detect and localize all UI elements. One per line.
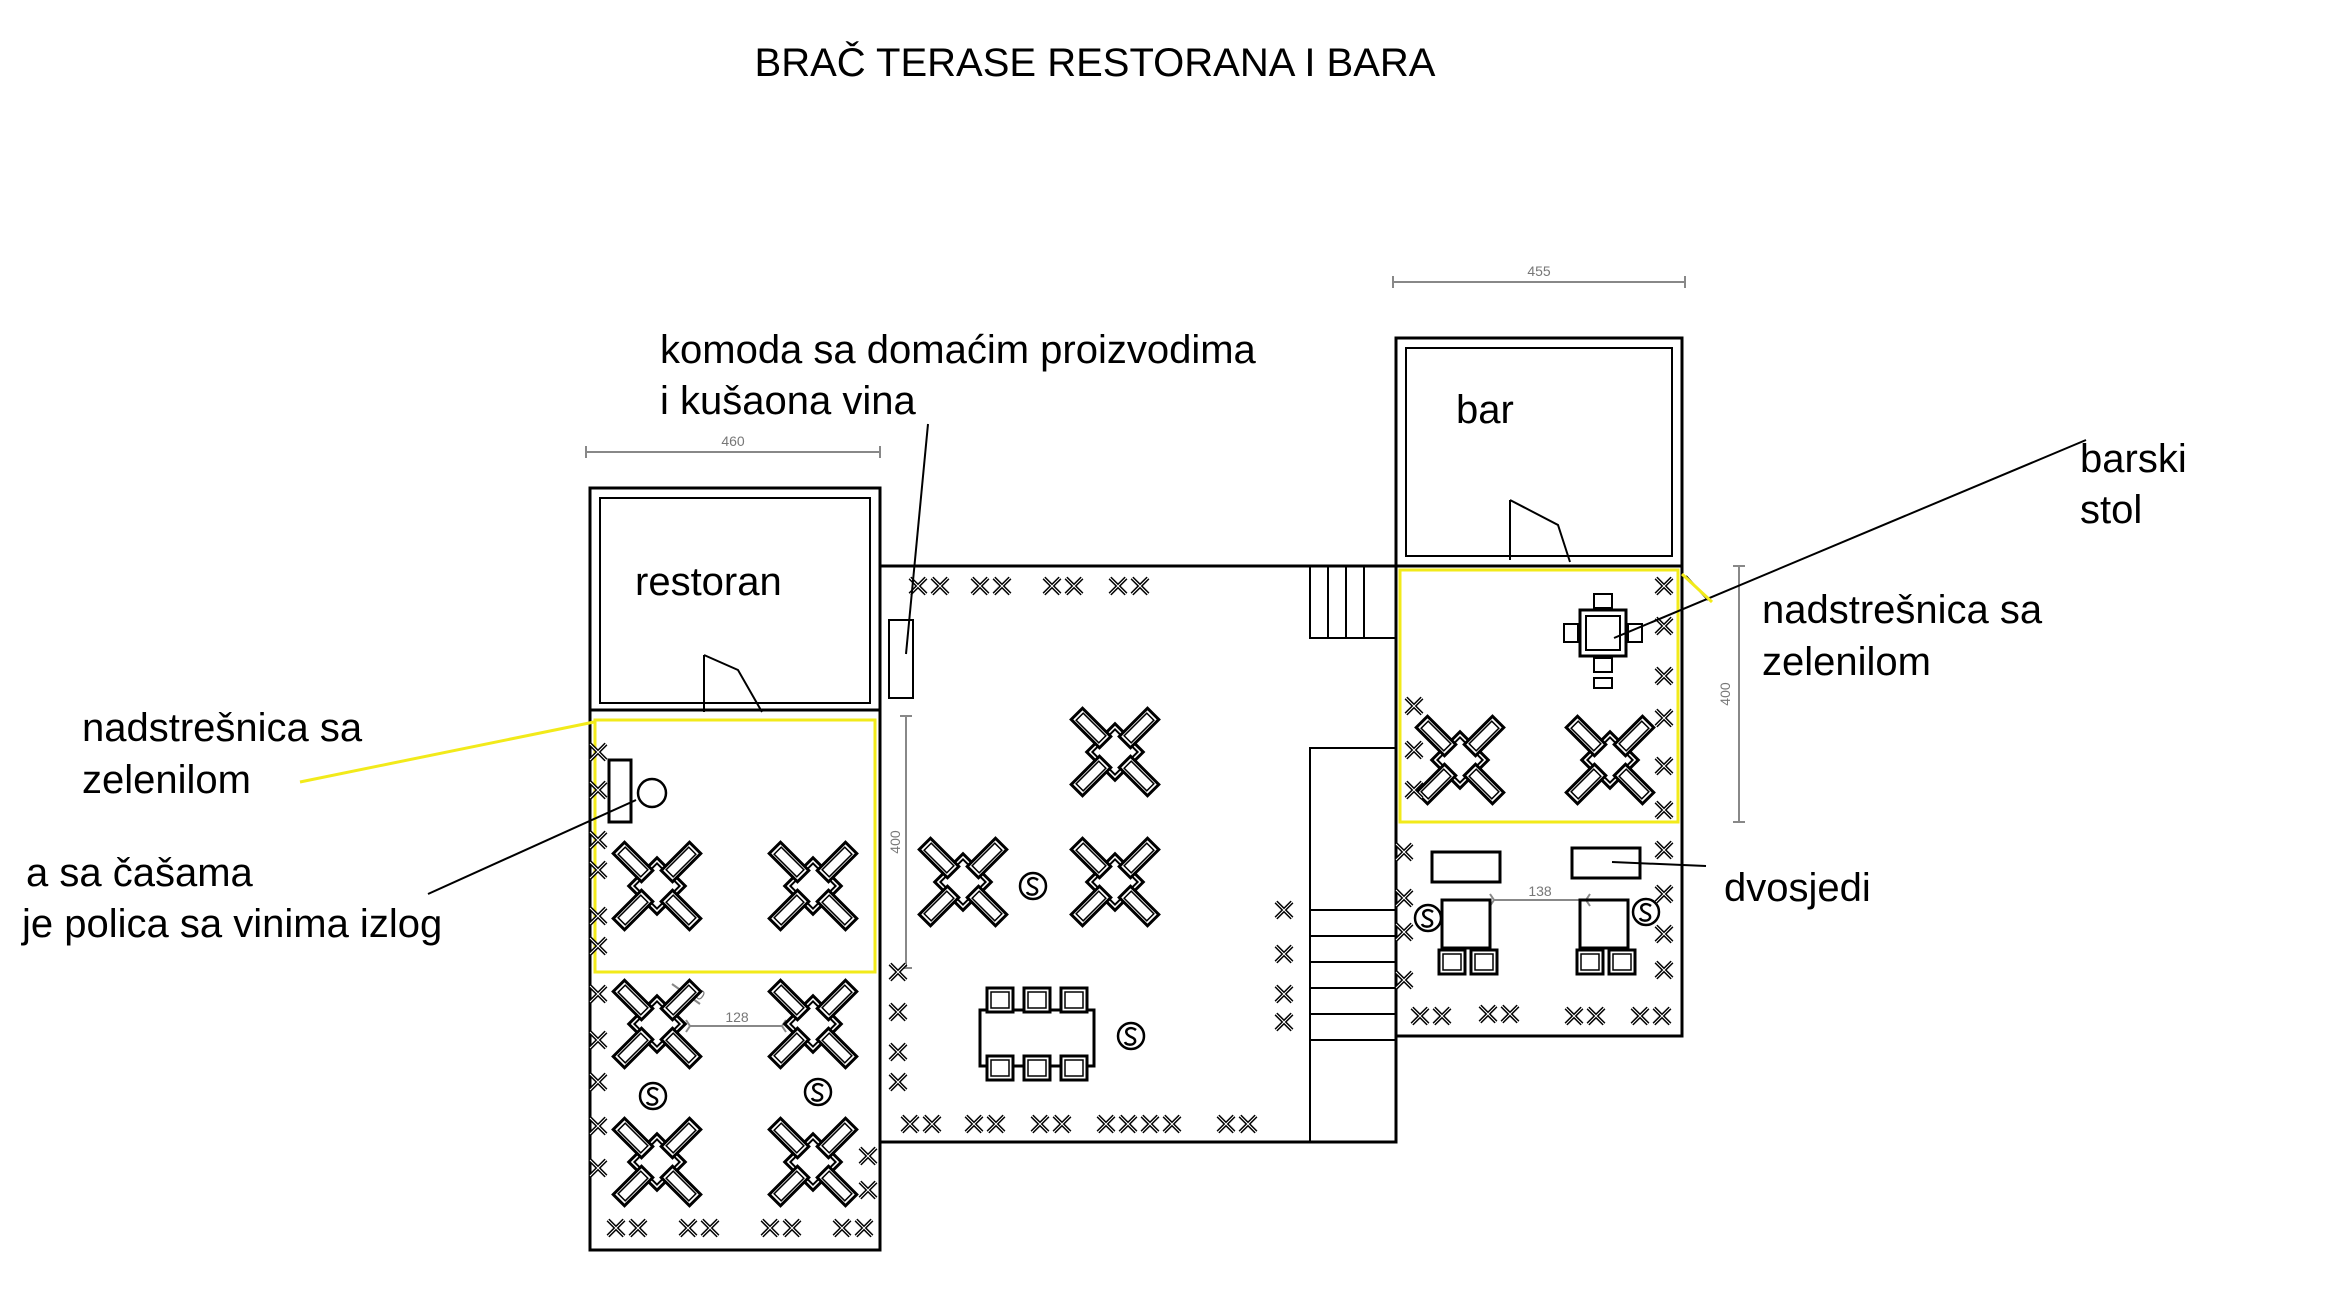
komoda xyxy=(888,619,914,699)
table-set xyxy=(611,1116,703,1208)
bar-label: bar xyxy=(1456,388,1514,432)
dim-128: 128 xyxy=(725,1009,749,1025)
table-set xyxy=(611,840,703,932)
label-canopy-right-line2: zelenilom xyxy=(1762,640,1931,684)
bar-lounge xyxy=(1430,846,1642,976)
umbrella-icon xyxy=(803,1077,833,1107)
dim-460: 460 xyxy=(721,433,745,449)
restaurant-terrace xyxy=(588,710,882,1252)
table-set xyxy=(1069,706,1161,798)
umbrella-icon xyxy=(638,1081,668,1111)
table-set xyxy=(1069,836,1161,928)
umbrella-icon xyxy=(1413,903,1443,933)
restaurant-building: restoran xyxy=(588,486,882,713)
table-set xyxy=(1564,714,1656,806)
label-dvosjedi: dvosjedi xyxy=(1724,866,1871,910)
restaurant-label: restoran xyxy=(635,560,782,604)
leader-lines xyxy=(299,423,2087,895)
bar-high-table xyxy=(1563,593,1643,689)
table-set xyxy=(767,1116,859,1208)
table-set xyxy=(1414,714,1506,806)
label-barski-line2: stol xyxy=(2080,488,2142,532)
dim-400-right: 400 xyxy=(1717,682,1733,706)
bar-terrace xyxy=(1394,566,1684,1038)
label-shelf-line1: a sa čašama xyxy=(26,851,254,895)
dim-400-left: 400 xyxy=(887,830,903,854)
dim-455: 455 xyxy=(1527,263,1551,279)
label-barski-line1: barski xyxy=(2080,437,2187,481)
label-canopy-left-line2: zelenilom xyxy=(82,758,251,802)
label-komoda-line1: komoda sa domaćim proizvodima xyxy=(660,328,1257,372)
central-terrace xyxy=(880,564,1398,1144)
plan-title: BRAČ TERASE RESTORANA I BARA xyxy=(755,40,1436,85)
label-shelf-line2: je polica sa vinima izlog xyxy=(21,902,442,946)
umbrella-icon xyxy=(1116,1021,1146,1051)
label-canopy-right-line1: nadstrešnica sa xyxy=(1762,588,2043,632)
wine-shelf xyxy=(607,758,668,824)
table-set xyxy=(917,836,1009,928)
label-komoda-line2: i kušaona vina xyxy=(660,379,916,423)
table-set xyxy=(767,840,859,932)
canopy-right xyxy=(1398,568,1680,824)
dim-138: 138 xyxy=(1528,883,1552,899)
annotations: komoda sa domaćim proizvodima i kušaona … xyxy=(21,328,2187,946)
canopy-left xyxy=(593,718,877,974)
umbrella-icon xyxy=(1018,871,1048,901)
bar-tables xyxy=(1414,714,1656,806)
sofa xyxy=(1430,850,1502,884)
bar-building: bar xyxy=(1394,336,1684,568)
long-table xyxy=(978,986,1096,1082)
label-canopy-left-line1: nadstrešnica sa xyxy=(82,706,363,750)
umbrella-icon xyxy=(1631,897,1661,927)
